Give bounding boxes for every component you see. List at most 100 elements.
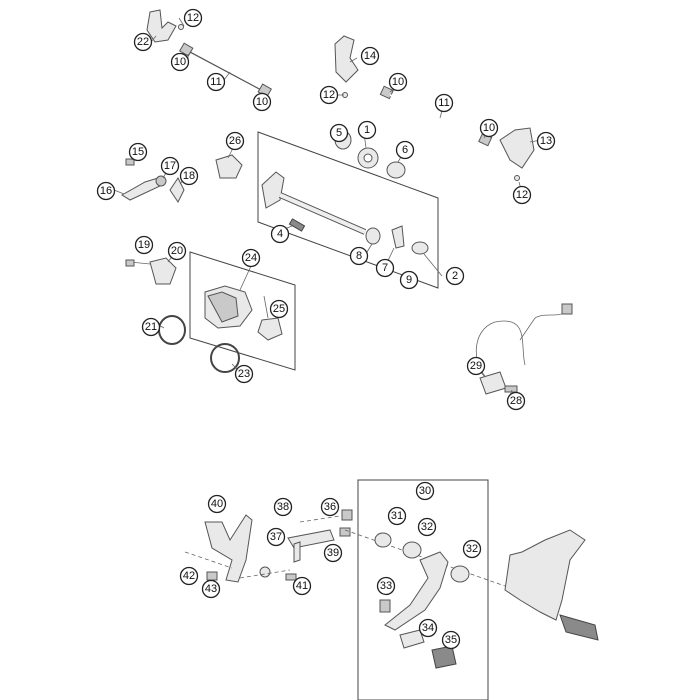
svg-text:38: 38	[277, 501, 289, 513]
svg-text:30: 30	[419, 485, 431, 497]
svg-text:13: 13	[540, 135, 552, 147]
svg-text:1: 1	[364, 124, 370, 136]
callout-14: 14	[360, 46, 380, 66]
callout-38: 38	[273, 497, 293, 517]
svg-text:11: 11	[438, 97, 449, 109]
callout-32-a: 32	[417, 517, 437, 537]
shift-lever-group-frame	[357, 479, 489, 700]
callout-4: 4	[270, 224, 290, 244]
callout-21: 21	[141, 317, 161, 337]
gear-position-sensor	[475, 303, 573, 395]
callout-7: 7	[375, 258, 395, 278]
callout-30: 30	[415, 481, 435, 501]
svg-text:15: 15	[132, 146, 144, 158]
callout-40: 40	[207, 494, 227, 514]
callout-12-a: 12	[183, 8, 203, 28]
shift-fork-rail-right	[334, 35, 535, 181]
callout-8: 8	[349, 246, 369, 266]
callout-43: 43	[201, 579, 221, 599]
callout-39: 39	[323, 543, 343, 563]
svg-text:12: 12	[187, 12, 199, 24]
shift-drum-assembly	[125, 257, 283, 373]
svg-text:10: 10	[174, 56, 186, 68]
svg-text:10: 10	[392, 76, 404, 88]
svg-text:41: 41	[296, 580, 308, 592]
callout-34: 34	[418, 618, 438, 638]
callout-13: 13	[536, 131, 556, 151]
svg-text:10: 10	[256, 96, 268, 108]
callout-11-a: 11	[206, 72, 226, 92]
callout-36: 36	[320, 497, 340, 517]
shift-lever-assembly	[184, 509, 599, 669]
svg-text:11: 11	[210, 76, 221, 88]
svg-text:42: 42	[183, 570, 195, 582]
callout-10-d: 10	[479, 118, 499, 138]
svg-text:35: 35	[445, 634, 457, 646]
callout-37: 37	[266, 527, 286, 547]
svg-text:43: 43	[205, 583, 217, 595]
callout-5: 5	[329, 123, 349, 143]
svg-text:36: 36	[324, 501, 336, 513]
svg-text:39: 39	[327, 547, 339, 559]
svg-text:2: 2	[452, 270, 458, 282]
svg-text:37: 37	[270, 531, 282, 543]
svg-text:29: 29	[470, 360, 482, 372]
callout-17: 17	[160, 156, 180, 176]
callout-15: 15	[128, 142, 148, 162]
svg-text:7: 7	[382, 262, 388, 274]
svg-text:32: 32	[466, 543, 478, 555]
svg-text:8: 8	[356, 250, 362, 262]
svg-text:22: 22	[137, 36, 149, 48]
callout-9: 9	[399, 270, 419, 290]
callout-29: 29	[466, 356, 486, 376]
svg-text:5: 5	[336, 127, 342, 139]
svg-text:19: 19	[138, 239, 150, 251]
svg-text:10: 10	[483, 122, 495, 134]
callout-18: 18	[179, 166, 199, 186]
svg-text:20: 20	[171, 245, 183, 257]
callout-16: 16	[96, 181, 116, 201]
callout-32-b: 32	[462, 539, 482, 559]
callout-26: 26	[225, 131, 245, 151]
callout-1: 1	[357, 120, 377, 140]
svg-text:24: 24	[245, 252, 257, 264]
svg-text:14: 14	[364, 50, 376, 62]
callout-33: 33	[376, 576, 396, 596]
svg-text:4: 4	[277, 228, 283, 240]
svg-text:26: 26	[229, 135, 241, 147]
shift-shaft-group-frame	[257, 131, 439, 289]
svg-text:32: 32	[421, 521, 433, 533]
callout-6: 6	[395, 140, 415, 160]
callout-41: 41	[292, 576, 312, 596]
callout-28: 28	[506, 391, 526, 411]
svg-text:31: 31	[391, 510, 403, 522]
svg-text:21: 21	[145, 321, 157, 333]
svg-text:9: 9	[406, 274, 412, 286]
svg-text:16: 16	[100, 185, 112, 197]
callout-12-c: 12	[512, 185, 532, 205]
shift-shaft-assembly	[215, 130, 429, 255]
callout-19: 19	[134, 235, 154, 255]
svg-text:33: 33	[380, 580, 392, 592]
svg-text:34: 34	[422, 622, 434, 634]
callout-35: 35	[441, 630, 461, 650]
callout-25: 25	[269, 299, 289, 319]
callout-2: 2	[445, 266, 465, 286]
callout-31: 31	[387, 506, 407, 526]
callout-10-c: 10	[388, 72, 408, 92]
callout-12-b: 12	[319, 85, 339, 105]
shift-drum-group-frame	[189, 251, 296, 371]
callout-20: 20	[167, 241, 187, 261]
svg-text:6: 6	[402, 144, 408, 156]
svg-text:40: 40	[211, 498, 223, 510]
callout-11-b: 11	[434, 93, 454, 113]
leader-lines	[113, 17, 542, 397]
svg-text:25: 25	[273, 303, 285, 315]
callout-10-b: 10	[252, 92, 272, 112]
svg-text:12: 12	[516, 189, 528, 201]
callout-24: 24	[241, 248, 261, 268]
svg-text:17: 17	[164, 160, 176, 172]
svg-text:28: 28	[510, 395, 522, 407]
callout-10-a: 10	[170, 52, 190, 72]
